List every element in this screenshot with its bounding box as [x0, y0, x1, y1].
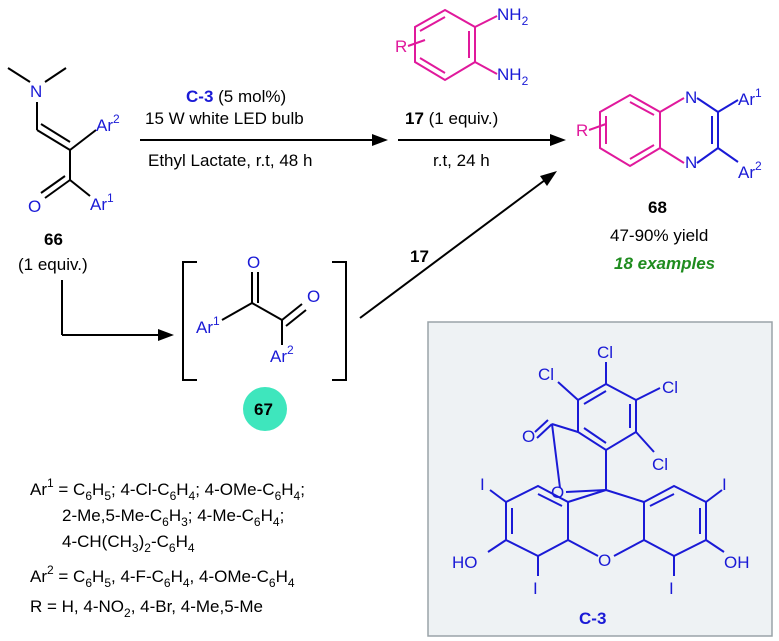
compound-67-badge: [243, 387, 287, 431]
ar1-definition-line3: 4-CH(CH3)2-C6H4: [62, 532, 195, 555]
arrow1-catalyst-line: C-3 (5 mol%): [186, 87, 286, 106]
product-68-label: 68: [648, 198, 667, 217]
arrow1-conditions: Ethyl Lactate, r.t, 48 h: [148, 151, 312, 170]
arrow3-reagent: 17: [410, 247, 429, 266]
cl-2: Cl: [597, 343, 613, 362]
arrow-1: C-3 (5 mol%) 15 W white LED bulb Ethyl L…: [140, 87, 388, 170]
iodine-4: I: [669, 579, 674, 598]
intermediate-o2: O: [307, 287, 320, 306]
nme2-nitrogen: N: [30, 82, 42, 101]
cl-4: Cl: [652, 455, 668, 474]
product-n4: N: [685, 153, 697, 172]
r-definition: R = H, 4-NO2, 4-Br, 4-Me,5-Me: [30, 597, 263, 620]
catalyst-c3-label: C-3: [579, 609, 606, 628]
ar1-label-66: Ar1: [90, 191, 114, 214]
ar2-label-66: Ar2: [96, 112, 120, 135]
cl-3: Cl: [662, 378, 678, 397]
iodine-2: I: [722, 475, 727, 494]
ar1-definition: Ar1 = C6H5; 4-Cl-C6H4; 4-OMe-C6H4;: [30, 476, 305, 503]
intermediate-o1: O: [247, 253, 260, 272]
product-yield: 47-90% yield: [610, 226, 708, 245]
arrow1-light: 15 W white LED bulb: [145, 109, 304, 128]
arrow2-reagent-line: 17 (1 equiv.): [405, 109, 498, 128]
product-68: N N Ar1 Ar2 R 68 47-90% yield 18 example…: [576, 86, 762, 273]
iodine-1: I: [480, 475, 485, 494]
arrow-2: r.t, 24 h: [398, 134, 566, 170]
ar1-definition-line2: 2-Me,5-Me-C6H3; 4-Me-C6H4;: [62, 506, 284, 529]
ar2-definition: Ar2 = C6H5, 4-F-C6H4, 4-OMe-C6H4: [30, 563, 295, 590]
cl-1: Cl: [538, 365, 554, 384]
product-examples: 18 examples: [614, 254, 715, 273]
product-ar1: Ar1: [738, 86, 762, 109]
arrow2-conditions: r.t, 24 h: [433, 151, 490, 170]
product-n1: N: [685, 88, 697, 107]
compound-66: N Ar2 O Ar1 66 (1 equiv.): [7, 67, 120, 274]
lactone-carbonyl-o: O: [522, 427, 535, 446]
substituent-definitions: Ar1 = C6H5; 4-Cl-C6H4; 4-OMe-C6H4; 2-Me,…: [30, 476, 305, 620]
diamine-17: NH2 NH2 R 17 (1 equiv.): [395, 5, 529, 128]
intermediate-ar1: Ar1: [196, 314, 220, 337]
intermediate-ar2: Ar2: [270, 343, 294, 366]
amine-label-top: NH2: [497, 5, 529, 28]
hydroxyl-right: OH: [724, 553, 750, 572]
compound-67-label: 67: [254, 400, 273, 419]
pathway-to-67: [61, 280, 174, 341]
product-ar2: Ar2: [738, 159, 762, 182]
iodine-3: I: [533, 579, 538, 598]
arrow-3: 17: [359, 171, 557, 319]
carbonyl-oxygen-66: O: [28, 197, 41, 216]
amine-label-bottom: NH2: [497, 65, 529, 88]
catalyst-c3-box: Cl Cl Cl Cl O O O I I HO OH I I: [427, 321, 773, 637]
product-r-group: R: [576, 121, 588, 140]
hydroxyl-left: HO: [452, 553, 478, 572]
compound-66-equiv: (1 equiv.): [18, 255, 88, 274]
xanthene-o: O: [598, 551, 611, 570]
compound-66-label: 66: [44, 230, 63, 249]
intermediate-67: O O Ar1 Ar2 67: [182, 253, 347, 431]
diamine-r-group: R: [395, 37, 407, 56]
